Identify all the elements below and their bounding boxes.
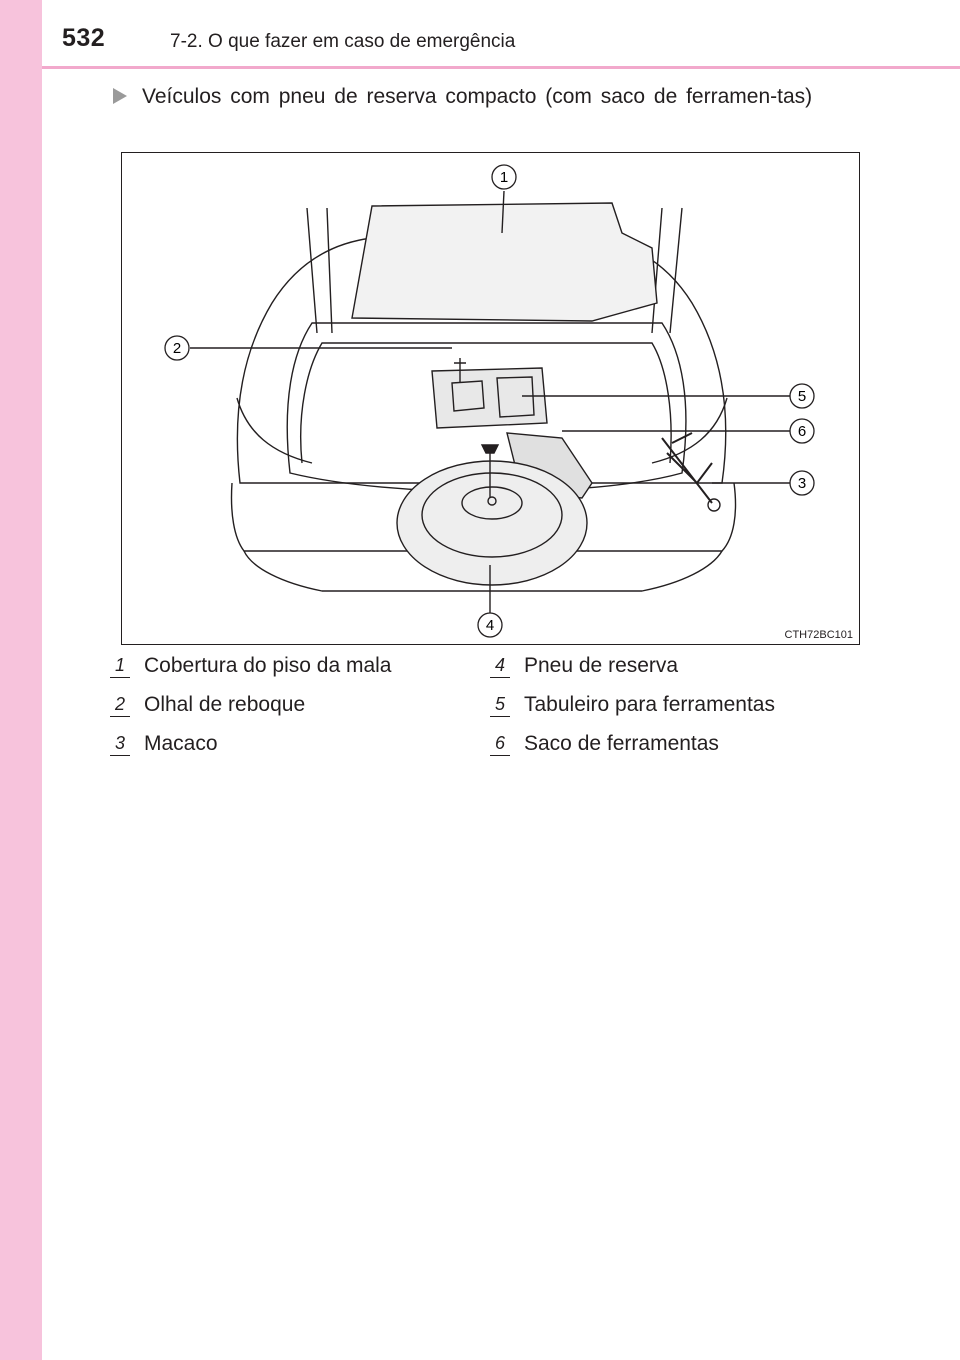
legend-number: 1 — [110, 655, 130, 678]
callout-1: 1 — [491, 164, 517, 190]
trunk-drawing: 1 2 5 6 3 4 — [164, 164, 815, 638]
figure-code: CTH72BC101 — [784, 629, 853, 641]
page-header: 532 7-2. O que fazer em caso de emergênc… — [0, 0, 960, 70]
trunk-illustration: 1 2 5 6 3 4 CTH72BC101 — [121, 152, 860, 645]
legend-label: Olhal de reboque — [144, 693, 306, 716]
intro-bullet: Veículos com pneu de reserva compacto (c… — [112, 80, 860, 113]
svg-text:2: 2 — [173, 340, 181, 357]
svg-text:1: 1 — [500, 169, 508, 186]
intro-text: Veículos com pneu de reserva compacto (c… — [142, 85, 813, 108]
callout-2: 2 — [164, 335, 190, 361]
legend-label: Pneu de reserva — [524, 654, 679, 677]
legend-item-4: 4 Pneu de reserva — [490, 650, 678, 682]
section-title: 7-2. O que fazer em caso de emergência — [170, 31, 516, 52]
legend-label: Cobertura do piso da mala — [144, 654, 392, 677]
page-number: 532 — [62, 24, 106, 52]
svg-text:5: 5 — [798, 388, 806, 405]
callout-markers: 1 2 5 6 3 4 — [164, 164, 815, 638]
legend-label: Tabuleiro para ferramentas — [524, 693, 775, 716]
legend-item-1: 1 Cobertura do piso da mala — [110, 650, 391, 682]
header-rule — [42, 66, 960, 69]
svg-text:6: 6 — [798, 423, 806, 440]
triangle-bullet-icon — [113, 88, 127, 104]
callout-5: 5 — [789, 383, 815, 409]
side-color-strip — [0, 0, 42, 1360]
legend-number: 4 — [490, 655, 510, 678]
legend-number: 2 — [110, 694, 130, 717]
svg-text:4: 4 — [486, 617, 494, 634]
legend-item-5: 5 Tabuleiro para ferramentas — [490, 689, 775, 721]
svg-text:3: 3 — [798, 475, 806, 492]
callout-3: 3 — [789, 470, 815, 496]
legend-label: Saco de ferramentas — [524, 732, 719, 755]
legend-item-2: 2 Olhal de reboque — [110, 689, 305, 721]
legend-number: 6 — [490, 733, 510, 756]
callout-4: 4 — [477, 612, 503, 638]
legend-number: 5 — [490, 694, 510, 717]
legend-item-6: 6 Saco de ferramentas — [490, 728, 719, 760]
legend-number: 3 — [110, 733, 130, 756]
legend-item-3: 3 Macaco — [110, 728, 218, 760]
callout-6: 6 — [789, 418, 815, 444]
legend-label: Macaco — [144, 732, 218, 755]
